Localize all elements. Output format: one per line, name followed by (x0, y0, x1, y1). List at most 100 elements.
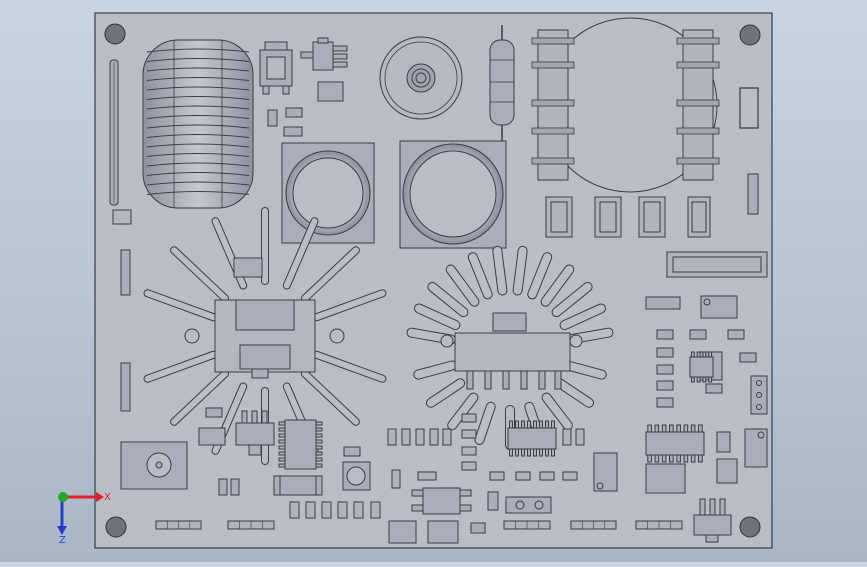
heatsink-fin-face (552, 282, 592, 317)
ic-soic8-pin (690, 376, 695, 383)
ic-soic8-pin (708, 376, 713, 383)
coil-turn (146, 152, 250, 158)
mounting-hole-top-right (739, 24, 761, 46)
passive-vertical (575, 428, 585, 446)
ic-opamp-pin (527, 420, 531, 429)
ic-soic8-pin (696, 376, 701, 383)
ic-dip-left-pin (315, 445, 323, 450)
bottom-left-components (120, 410, 371, 496)
passive-horizontal (461, 429, 477, 439)
triad-y-axis (58, 492, 68, 502)
ic-driver-pin (698, 454, 703, 463)
transistor-left (235, 299, 295, 331)
ic-soic8-pin (690, 351, 695, 358)
heatsink-fin-face (302, 247, 359, 302)
transistor-right (492, 312, 527, 332)
ic-opamp-pin (533, 420, 537, 429)
coil-turn (146, 86, 250, 91)
ic-opamp-pin (527, 448, 531, 457)
heatsink-right-hole (569, 334, 583, 348)
ic-soic8-pin (708, 351, 713, 358)
bottom-middle-components (388, 452, 686, 544)
transistor-right-pin (502, 370, 510, 390)
bottom-right-regulator (693, 498, 732, 543)
heatsink-fin-face (171, 247, 228, 302)
coil-turn (146, 48, 250, 53)
transistor-right-pin (520, 370, 528, 390)
transformer (531, 17, 759, 215)
triad-z-arrowhead (57, 526, 67, 535)
ic-opamp (507, 427, 557, 450)
passive-vertical (415, 428, 425, 446)
heatsink-fin-face (528, 253, 552, 299)
ic-opamp-pin (533, 448, 537, 457)
mid-left-components (120, 249, 269, 446)
passive-horizontal (562, 471, 578, 481)
ic-opamp-pin (509, 420, 513, 429)
ic-dip-left-pin (315, 439, 323, 444)
transistor-left-tab (239, 344, 291, 370)
passive-vertical (562, 428, 572, 446)
heatsink-right-hole (440, 334, 454, 348)
coordinate-triad: X Z (57, 492, 111, 546)
heatsink-fin-face (144, 351, 217, 382)
heatsink-fin-face (427, 379, 465, 407)
passive-vertical (370, 501, 381, 519)
ic-soic8-pin (702, 376, 707, 383)
ic-driver-pin (698, 424, 703, 433)
passive-horizontal (461, 461, 477, 471)
ic-opamp-pin (551, 448, 555, 457)
ic-dip-left-pin (315, 457, 323, 462)
ic-dip-left-pin (278, 457, 286, 462)
heatsink-fin-face (493, 246, 507, 295)
ic-driver-pin (669, 454, 674, 463)
coil-turn (146, 181, 250, 186)
coil-turn (146, 133, 250, 139)
ic-driver-pin (654, 454, 660, 463)
heatsink-fin-face (428, 282, 468, 317)
heatsink-right-body (454, 332, 571, 372)
passive-vertical (337, 501, 348, 519)
coil-turn (146, 67, 250, 72)
heatsink-fin-face (475, 402, 495, 444)
transformer-pin (676, 99, 720, 107)
heatsink-left-hole (329, 328, 345, 344)
passive-vertical (401, 428, 411, 446)
ic-driver (645, 431, 705, 456)
heatsink-fin-face (415, 304, 460, 330)
heatsink-fin-face (542, 393, 572, 430)
ic-opamp-pin (545, 448, 549, 457)
coil-turn (146, 105, 250, 110)
ic-driver-pin (690, 454, 696, 463)
ic-dip-left-pin (278, 439, 286, 444)
coil-turn (146, 57, 250, 63)
ic-dip-left-pin (278, 433, 286, 438)
ic-driver-pin (647, 424, 652, 433)
transformer-pin (531, 99, 575, 107)
passive-vertical (391, 469, 401, 489)
heatsink-fin-face (313, 351, 386, 382)
passive-vertical (442, 428, 452, 446)
heatsink-fin-face (144, 290, 217, 321)
shielded-inductors (281, 140, 507, 249)
triad-z-label: Z (59, 535, 66, 546)
ic-soic8-pin (702, 351, 707, 358)
mounting-holes (104, 23, 761, 538)
mounting-hole-top-left (104, 23, 126, 45)
heatsink-fin-face (560, 304, 605, 330)
ic-opamp-pin (539, 420, 543, 429)
heatsink-fin-face (171, 370, 228, 425)
transformer-pin (676, 37, 720, 45)
heatsink-fin-face (563, 361, 606, 379)
power-resistor (489, 25, 515, 145)
ic-opamp-pin (509, 448, 513, 457)
ic-driver-pin (683, 454, 689, 463)
coil-turn (146, 171, 250, 177)
ic-dip-left-pin (315, 421, 323, 426)
ic-dip-left-pin (315, 433, 323, 438)
passive-vertical (289, 501, 300, 519)
ic-dip-left-pin (278, 463, 286, 468)
heatsink-fin-face (414, 361, 457, 379)
